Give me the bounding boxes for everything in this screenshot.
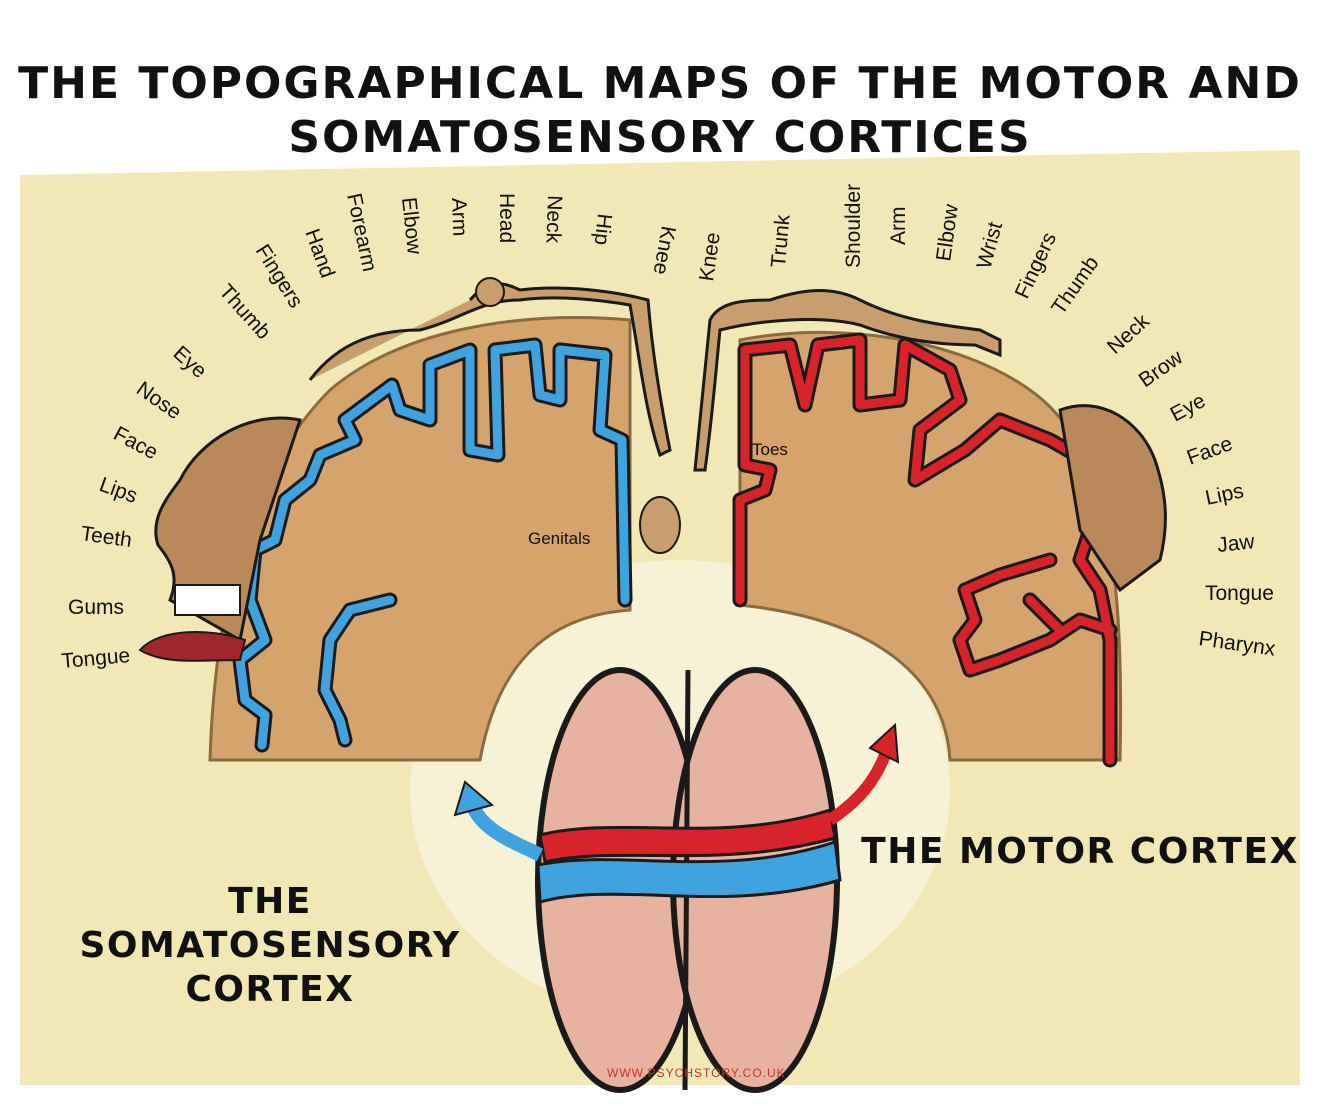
brain-motor-band bbox=[538, 808, 837, 864]
motor-cortex-caption: THE MOTOR CORTEX bbox=[861, 831, 1299, 872]
label-jaw-motor: Jaw bbox=[1216, 530, 1256, 557]
sensory-cortex-caption: THE SOMATOSENSORY CORTEX bbox=[40, 880, 500, 1012]
credit-url: WWW.PSYCHSTORY.CO.UK bbox=[607, 1066, 786, 1080]
sensory-tongue bbox=[138, 631, 247, 662]
label-tongue-motor: Tongue bbox=[1205, 582, 1274, 605]
label-genitals: Genitals bbox=[528, 529, 590, 548]
sensory-homunculus-body bbox=[308, 282, 672, 458]
sensory-homunculus-small-head bbox=[475, 277, 505, 307]
motor-arrow bbox=[826, 752, 891, 825]
motor-arrowhead bbox=[868, 722, 900, 764]
motor-homunculus-head bbox=[1058, 404, 1167, 593]
brain-sensory-band bbox=[536, 840, 842, 904]
label-hip-sensory: Hip bbox=[590, 212, 616, 246]
motor-homunculus-body bbox=[693, 289, 1002, 472]
label-toes: Toes bbox=[752, 440, 788, 459]
label-arm-motor: Arm bbox=[887, 207, 910, 246]
label-arm-sensory: Arm bbox=[447, 197, 471, 236]
label-trunk-motor: Trunk bbox=[767, 213, 795, 268]
label-shoulder-motor: Shoulder bbox=[842, 184, 865, 268]
sensory-cortex-strip bbox=[235, 340, 630, 750]
label-neck-sensory: Neck bbox=[541, 195, 566, 244]
sensory-teeth bbox=[174, 584, 241, 616]
title-line-1: THE TOPOGRAPHICAL MAPS OF THE MOTOR AND bbox=[18, 58, 1302, 109]
sensory-arrowhead bbox=[453, 780, 495, 817]
sensory-caption-line-1: THE SOMATOSENSORY bbox=[79, 881, 461, 966]
genitals-shape bbox=[639, 496, 681, 554]
label-gums-sensory: Gums bbox=[68, 596, 124, 619]
label-head-sensory: Head bbox=[495, 193, 518, 243]
title-line-2: SOMATOSENSORY CORTICES bbox=[288, 112, 1032, 163]
sensory-caption-line-2: CORTEX bbox=[185, 969, 355, 1010]
